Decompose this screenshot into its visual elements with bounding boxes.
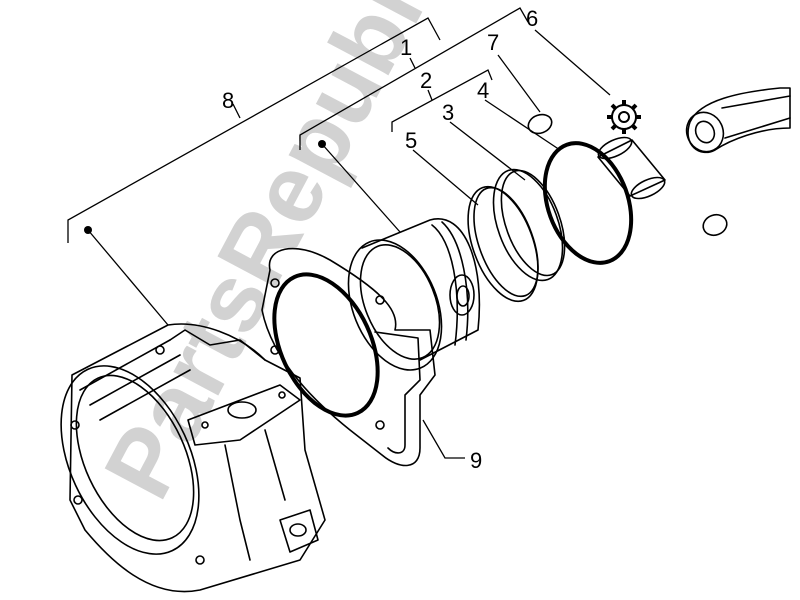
callout-4: 4 (477, 78, 489, 103)
callout-3: 3 (442, 100, 454, 125)
gear-icon (607, 100, 641, 134)
callout-2: 2 (420, 68, 432, 93)
connecting-rod (685, 87, 791, 154)
wrist-pin (597, 136, 666, 200)
circlip-upper (527, 113, 553, 135)
callout-8: 8 (222, 88, 234, 113)
cylinder (60, 323, 326, 593)
head-gasket (261, 247, 436, 467)
circlip-lower (702, 213, 728, 237)
callout-5: 5 (405, 128, 417, 153)
piston (347, 218, 481, 371)
bullet-dot-icon (318, 140, 326, 148)
callout-7: 7 (487, 30, 499, 55)
piston-rings (467, 141, 634, 303)
callout-9: 9 (470, 448, 482, 473)
callout-6: 6 (526, 6, 538, 31)
bullet-dot-icon (84, 226, 92, 234)
callout-1: 1 (400, 35, 412, 60)
leader-lines (67, 7, 611, 459)
